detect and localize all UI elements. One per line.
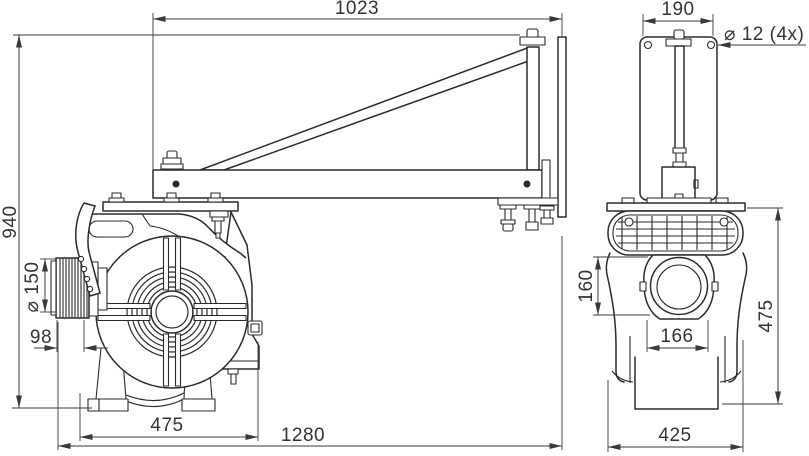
front-grille: [607, 210, 744, 256]
dim-outlet-width: 166: [660, 326, 693, 347]
wall-bracket-side: [152, 28, 567, 232]
dim-plate-width: 190: [661, 0, 694, 20]
spout-ribs: [59, 258, 88, 318]
fan-stand: [87, 347, 216, 412]
inlet-grille: [97, 237, 247, 387]
front-view: [605, 29, 748, 410]
dim-fan-height: 475: [756, 299, 777, 332]
body-shell: [605, 252, 748, 383]
wall-plate-edge: [557, 36, 567, 218]
mount-hole-right: [706, 40, 716, 50]
arm-end-bolt: [160, 150, 184, 170]
bracket-post: [526, 46, 540, 171]
pedestal: [634, 356, 719, 410]
dim-mounting-holes: ⌀ 12 (4x): [724, 24, 804, 45]
clamp-bolt: [523, 204, 541, 231]
fan-side: [50, 192, 263, 412]
post-front: [661, 29, 699, 201]
front-outlet: [639, 254, 719, 320]
dim-overall-reach: 1280: [281, 425, 325, 446]
grille-crossbars: [97, 237, 247, 387]
end-plate-bolt: [539, 205, 555, 225]
outlet-ring-outer: [649, 256, 709, 316]
plate-stud-3: [207, 192, 224, 203]
dim-overall-height: 940: [0, 205, 21, 238]
outlet-ring-inner: [656, 264, 702, 310]
tilt-lever: [75, 202, 101, 297]
fan-mount-plate: [102, 192, 239, 239]
side-view: [50, 28, 567, 412]
leveling-bolt: [499, 204, 517, 232]
mount-hole-left: [643, 40, 653, 50]
arm-hole-right: [523, 180, 531, 188]
grille-hub: [150, 290, 194, 334]
dim-outlet-height: 160: [576, 269, 597, 302]
dim-fan-width: 425: [658, 425, 691, 446]
dim-spout-diameter: ⌀ 150: [22, 262, 43, 313]
plate-stud-2: [163, 192, 180, 203]
dim-base-width: 475: [150, 415, 183, 436]
side-clamp-nub: [247, 320, 263, 336]
dim-spout-offset: 98: [30, 327, 52, 348]
fan-top-plate: [606, 202, 746, 212]
plate-stud-1: [108, 192, 125, 203]
wall-bracket-foot-plate: [497, 197, 559, 206]
brace-bar: [199, 46, 538, 171]
arm-hole-left: [172, 180, 180, 188]
dim-arm-length: 1023: [335, 0, 379, 19]
post-pin-nut: [519, 36, 546, 46]
hanger-bolt: [209, 210, 229, 239]
fan-front: [605, 193, 748, 410]
